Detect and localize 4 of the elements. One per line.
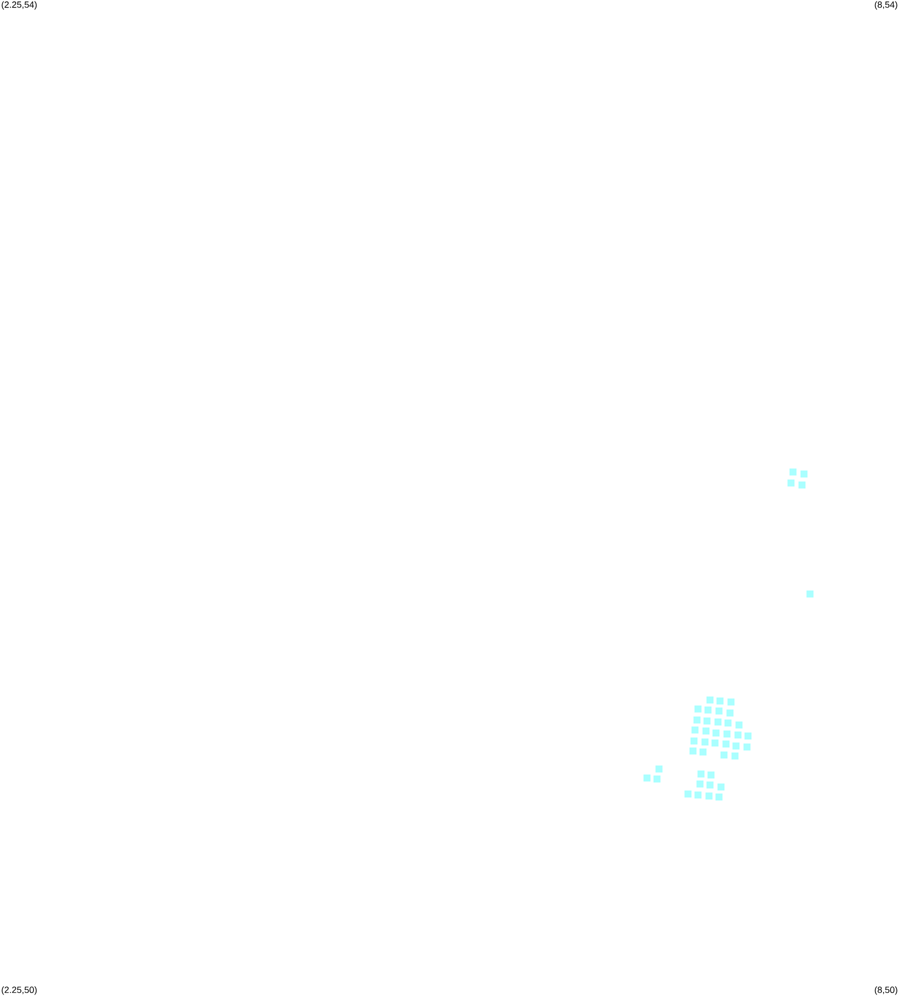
coordinate-label: (8,50) [874, 986, 898, 995]
coordinate-label: (8,54) [874, 1, 898, 10]
coordinate-label: (2.25,50) [2, 986, 37, 995]
coordinate-label: (2.25,54) [2, 1, 37, 10]
